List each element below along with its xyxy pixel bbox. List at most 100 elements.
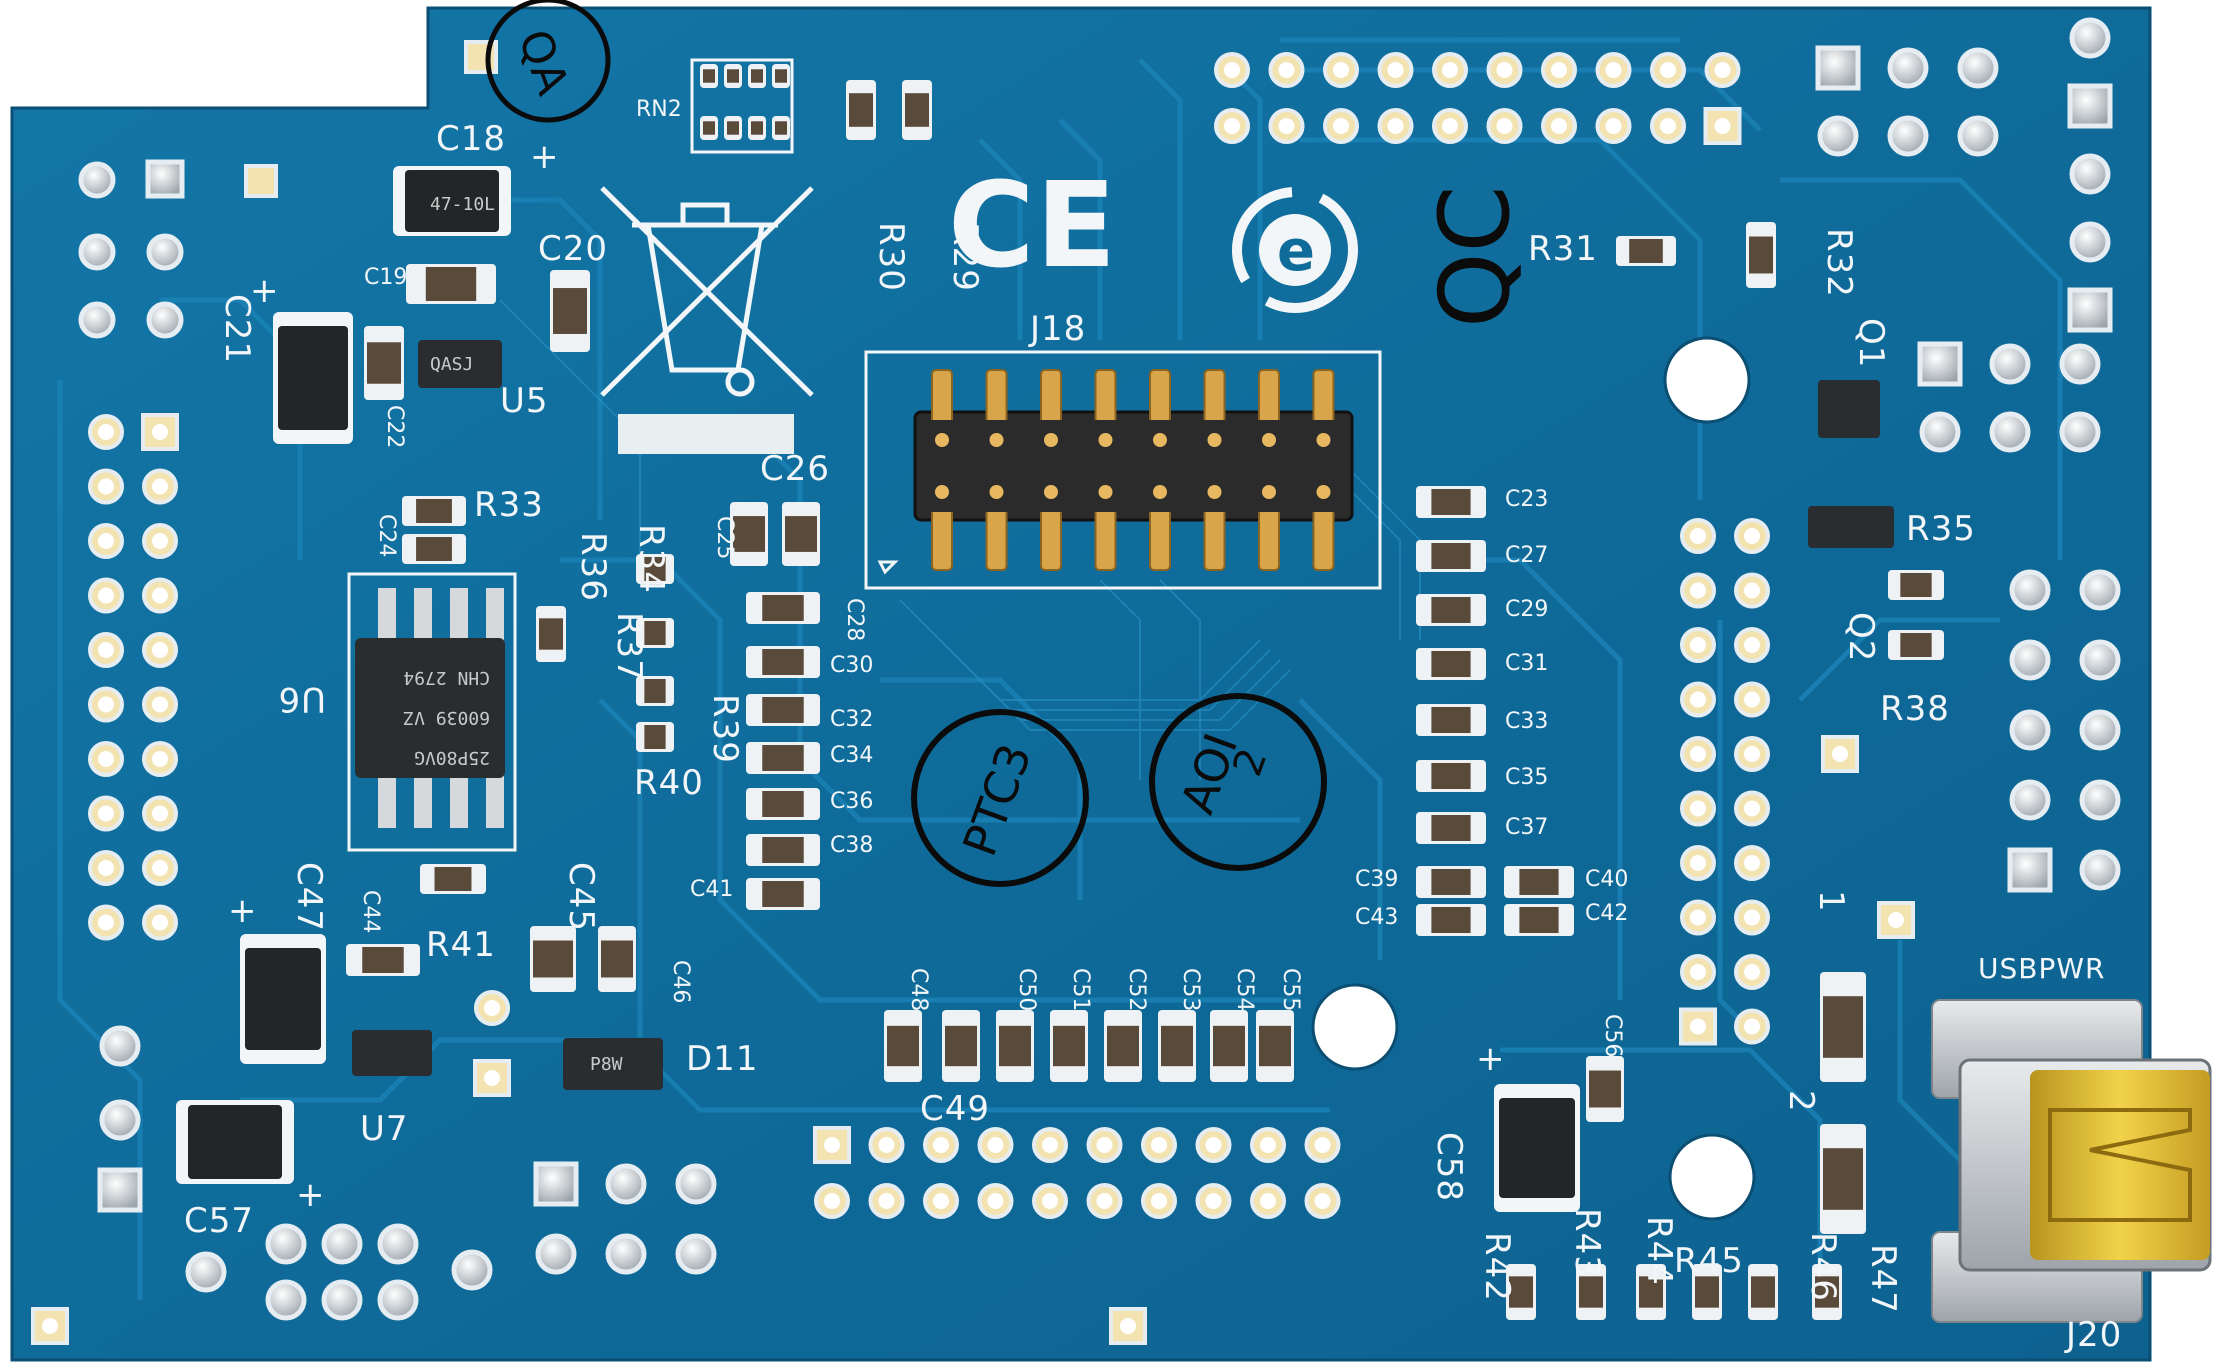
pad-hole [1042, 1137, 1058, 1153]
pad-hole [1690, 528, 1706, 544]
label-r34: R34 [631, 524, 671, 594]
pad-hole [1260, 1193, 1276, 1209]
pad-hole [152, 587, 168, 604]
pad [321, 1223, 363, 1265]
d11-diode: P8W [563, 1038, 663, 1090]
pad-hole [152, 805, 168, 822]
pad [533, 1161, 579, 1207]
smd-body [1431, 907, 1471, 933]
j18-pin-bottom [1207, 485, 1222, 499]
pad [321, 1279, 363, 1321]
pad-hole [1496, 118, 1513, 134]
pad-hole [1605, 118, 1622, 134]
smd-body [751, 69, 763, 83]
smd-body [1639, 1276, 1663, 1308]
smd-body [1431, 543, 1471, 569]
svg-text:60039 VZ: 60039 VZ [403, 707, 490, 728]
bottom-pin-header [813, 1126, 1341, 1219]
pad [1989, 343, 2031, 385]
label-q1: Q1 [1851, 318, 1891, 368]
label-c30: C30 [830, 653, 873, 678]
u5-regulator: QASJ [418, 340, 502, 388]
q1-pads [1917, 341, 2101, 453]
pad [1989, 411, 2031, 453]
pad-hole [98, 642, 114, 658]
pad-hole [987, 1137, 1004, 1153]
pad-hole [1387, 62, 1404, 78]
label-c46: C46 [668, 960, 693, 1003]
smd-body [1579, 1276, 1603, 1308]
bottom-middle-pads [533, 1161, 717, 1275]
pad-hole [1224, 62, 1240, 78]
pad-hole [1660, 118, 1676, 134]
u6-pin [378, 588, 396, 646]
pad-hole [1690, 746, 1706, 762]
pad-hole [987, 1193, 1004, 1209]
label-c47: C47 [289, 862, 329, 932]
pad-hole [1042, 1193, 1058, 1209]
u6-pin [486, 770, 504, 828]
j18-pin-top [1098, 433, 1113, 447]
j18-pin-bottom [1098, 485, 1113, 499]
pad-hole [1690, 637, 1706, 653]
pad-hole [1660, 62, 1676, 78]
smd-body [416, 537, 452, 561]
label-c50: C50 [1014, 968, 1039, 1011]
label-c20: C20 [538, 229, 608, 269]
label-c54: C54 [1232, 968, 1257, 1011]
pad [2009, 639, 2051, 681]
pad-hole [1690, 582, 1706, 599]
pad [1887, 115, 1929, 157]
pad [2059, 411, 2101, 453]
pad [265, 1223, 307, 1265]
pad-hole [98, 751, 114, 767]
pad-hole [1690, 1018, 1706, 1035]
far-right-pads [1821, 569, 2121, 939]
pad [141, 413, 179, 451]
label-r42: R42 [1477, 1232, 1517, 1302]
j18-pin-top [1044, 433, 1058, 447]
j18-pin-top [935, 433, 949, 447]
pad-hole [1096, 1193, 1113, 1209]
pad-hole [1224, 118, 1240, 134]
svg-text:CHN 2794: CHN 2794 [403, 667, 490, 688]
label-r36: R36 [573, 532, 613, 602]
pad [2079, 849, 2121, 891]
silkscreen-labels: RN2 C18 + C19 C20 C21 + C22 U5 R30 R29 J… [184, 97, 2122, 1355]
smd-body [644, 557, 666, 581]
j18-pin-top [989, 433, 1004, 447]
label-c35: C35 [1505, 765, 1548, 790]
u6-flash-chip: CHN 2794 60039 VZ 25P80VG [355, 588, 505, 828]
pad-hole [1333, 118, 1349, 134]
label-r39: R39 [705, 694, 745, 764]
pad-hole [878, 1137, 895, 1153]
label-r41: R41 [426, 925, 496, 965]
j18-pin-bottom [1153, 485, 1167, 499]
smd-body [425, 267, 477, 301]
svg-text:QC: QC [1419, 185, 1531, 328]
pad [605, 1233, 647, 1275]
label-r45: R45 [1674, 1241, 1744, 1281]
pad [1877, 901, 1915, 939]
smd-body [1431, 815, 1471, 841]
j18-pin-bottom [1316, 485, 1331, 499]
label-c42: C42 [1585, 901, 1628, 926]
svg-text:25P80VG: 25P80VG [414, 747, 490, 768]
smd-body [727, 121, 739, 135]
pad-hole [1714, 118, 1731, 134]
label-q2: Q2 [1841, 612, 1881, 662]
pad [377, 1223, 419, 1265]
c47-capacitor [240, 934, 326, 1064]
pad [2079, 709, 2121, 751]
label-c40: C40 [1585, 867, 1628, 892]
label-j20: J20 [2064, 1315, 2122, 1355]
j18-pin-bottom [989, 485, 1004, 499]
pad-hole [1205, 1193, 1222, 1209]
smd-body [762, 697, 804, 723]
label-c28: C28 [842, 598, 867, 641]
qc-stamp: QC [1419, 185, 1531, 328]
pad-hole [1744, 909, 1760, 926]
label-r47: R47 [1863, 1244, 1903, 1314]
q1-transistor [1818, 380, 1880, 438]
smd-body [1815, 1276, 1839, 1308]
